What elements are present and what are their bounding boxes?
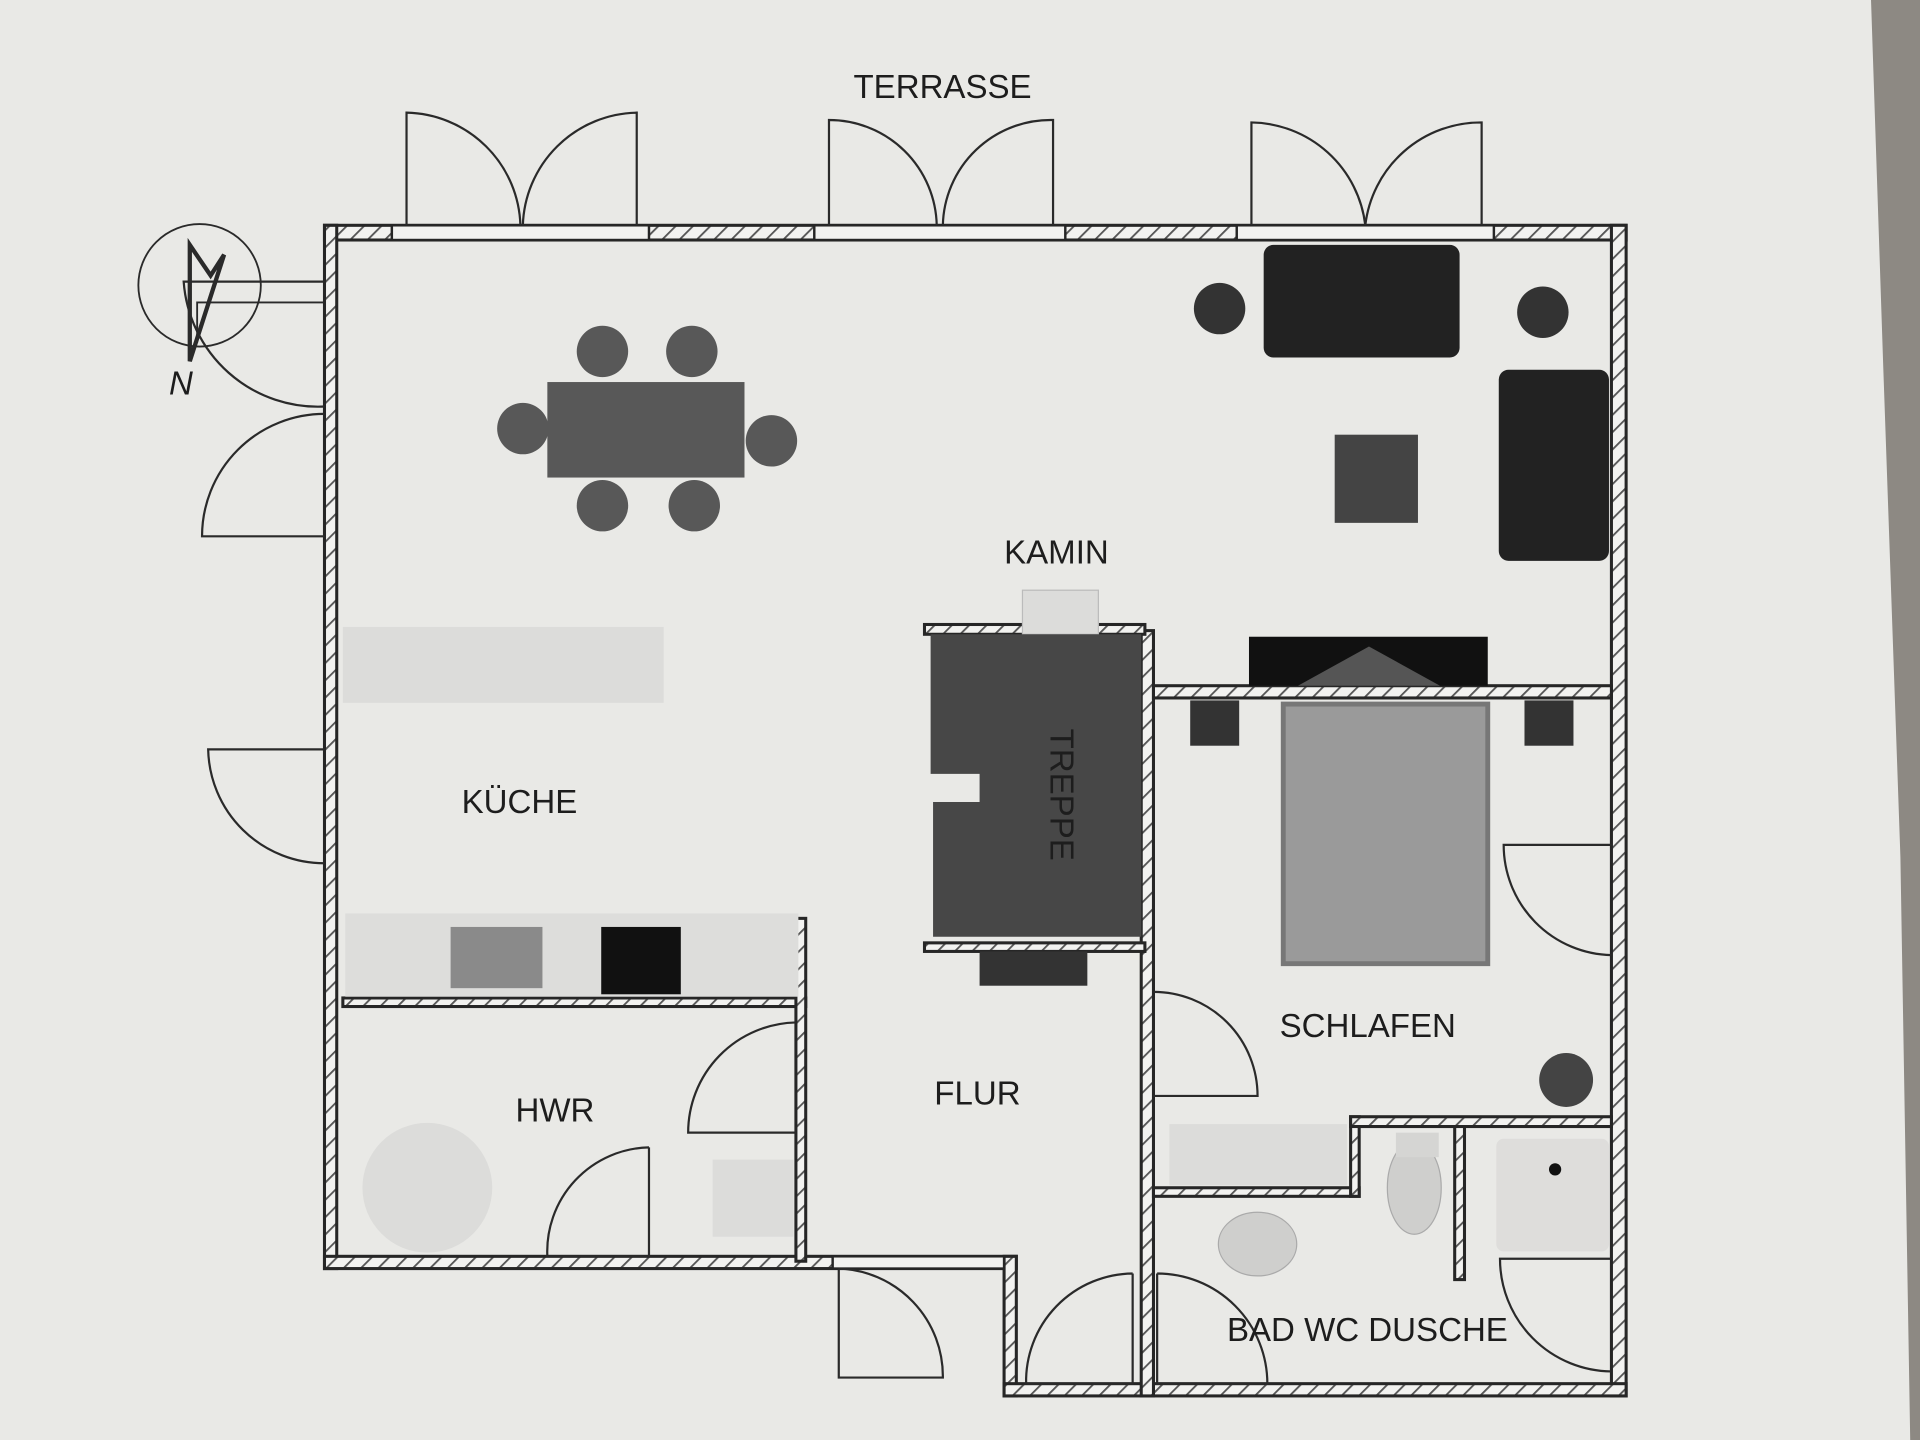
bedroom-furniture	[1169, 700, 1594, 1186]
doors	[182, 111, 1612, 1385]
label-stairs: TREPPE	[1043, 729, 1080, 861]
compass-north-label: N	[169, 365, 193, 402]
label-bedroom: SCHLAFEN	[1280, 1008, 1456, 1045]
label-kitchen: KÜCHE	[462, 784, 578, 821]
kitchen-furniture	[342, 626, 799, 997]
north-compass-icon	[137, 223, 325, 362]
label-fireplace: KAMIN	[1004, 534, 1109, 571]
staircase	[930, 634, 1142, 937]
living-furniture	[1021, 244, 1609, 686]
label-bathroom: BAD WC DUSCHE	[1227, 1312, 1508, 1349]
washing-machine	[362, 1122, 493, 1253]
dining-set	[497, 325, 798, 532]
label-terrace: TERRASSE	[853, 69, 1031, 106]
bath-fixtures	[1217, 1132, 1609, 1277]
label-hallway: FLUR	[934, 1075, 1020, 1112]
label-utility: HWR	[516, 1093, 595, 1130]
